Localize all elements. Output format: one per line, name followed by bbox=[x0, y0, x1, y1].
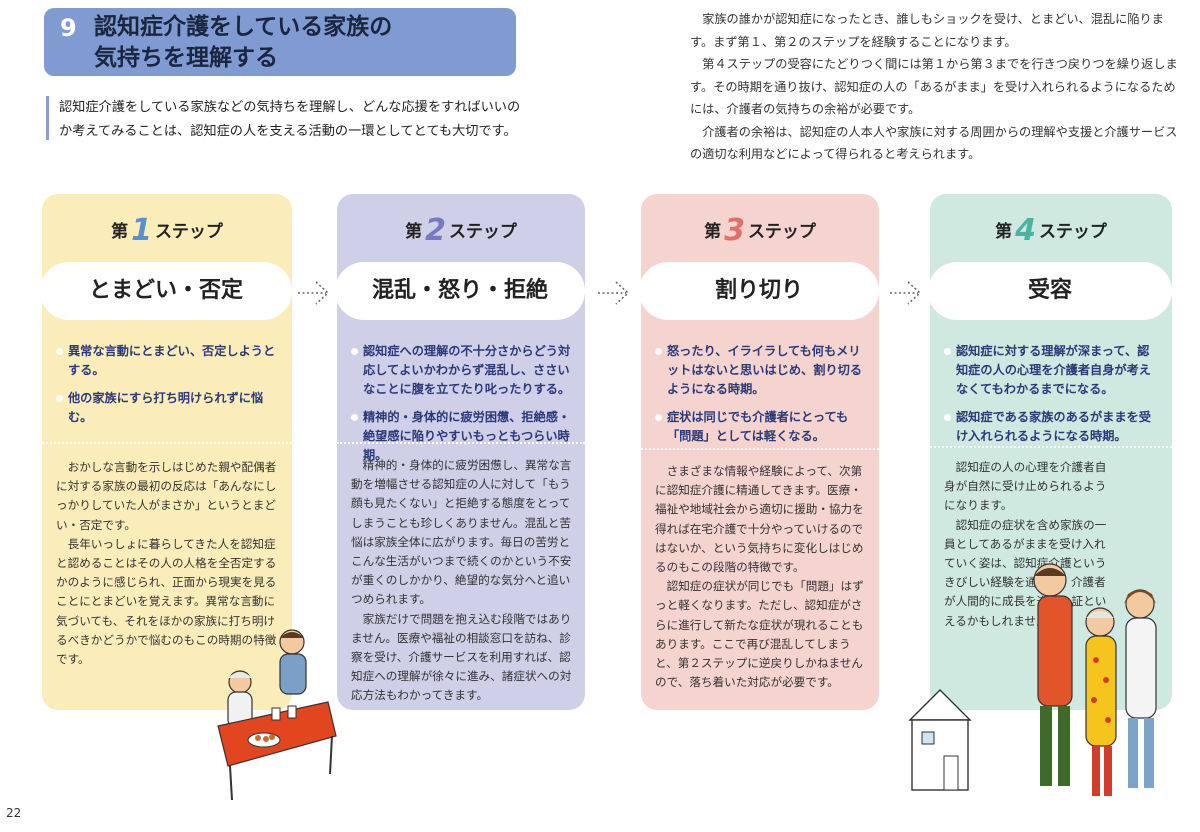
section-number: 9 bbox=[60, 14, 77, 42]
dotted-arrow-icon bbox=[890, 281, 922, 305]
body-paragraph: 長年いっしょに暮らしてきた人を認知症と認めることはその人の人格を全否定するかのよ… bbox=[56, 536, 277, 667]
bullet-item: 他の家族にすら打ち明けられずに悩む。 bbox=[56, 389, 280, 427]
body-paragraph: さまざまな情報や経験によって、次第に認知症介護に精通してきます。医療・福祉や地域… bbox=[655, 464, 864, 575]
step-phase-label: 受容 bbox=[928, 262, 1172, 320]
step-phase-label: 混乱・怒り・拒絶 bbox=[335, 262, 585, 320]
dotted-divider bbox=[42, 442, 292, 444]
bullet-item: 症状は同じでも介護者にとっても「問題」としては軽くなる。 bbox=[655, 408, 867, 446]
step-suffix: ステップ bbox=[747, 222, 816, 242]
body-paragraph: 家族だけで問題を抱え込む段階ではありません。医療や福祉の相談窓口を訪ね、診察を受… bbox=[351, 611, 572, 703]
step-number: 3 bbox=[724, 213, 745, 248]
family-group-illustration bbox=[908, 563, 1157, 796]
right-paragraph: 第４ステップの受容にたどりつく間には第１から第３までを行きつ戻りつを繰り返します… bbox=[690, 57, 1178, 116]
step-number: 4 bbox=[1015, 213, 1036, 248]
dotted-arrow-icon bbox=[298, 281, 330, 305]
step-number: 2 bbox=[425, 213, 446, 248]
step-body: 精神的・身体的に疲労困憊し、異常な言動を増幅させる認知症の人に対して「もう顔も見… bbox=[351, 456, 573, 706]
step-phase-label: 割り切り bbox=[639, 262, 879, 320]
right-column-text: 家族の誰かが認知症になったとき、誰しもショックを受け、とまどい、混乱に陥ります。… bbox=[690, 8, 1180, 166]
step-phase-label: とまどい・否定 bbox=[40, 262, 292, 320]
intro-text: 認知症介護をしている家族などの気持ちを理解し、どんな応援をすればいいのか考えてみ… bbox=[46, 96, 529, 140]
step-prefix: 第 bbox=[704, 222, 722, 242]
page-number: 22 bbox=[6, 806, 22, 820]
bullet-item: 認知症である家族のあるがままを受け入れられるようになる時期。 bbox=[944, 408, 1160, 446]
step-suffix: ステップ bbox=[448, 222, 517, 242]
step-suffix: ステップ bbox=[1038, 222, 1107, 242]
dotted-divider bbox=[930, 446, 1172, 448]
body-paragraph: 認知症の人の心理を介護者自身が自然に受け止められるようになります。 bbox=[944, 460, 1107, 513]
step-bullets: 認知症に対する理解が深まって、認知症の人の心理を介護者自身が考えなくてもわかるま… bbox=[944, 342, 1160, 455]
right-paragraph: 家族の誰かが認知症になったとき、誰しもショックを受け、とまどい、混乱に陥ります。… bbox=[690, 12, 1164, 49]
body-paragraph: おかしな言動を示しはじめた親や配偶者に対する家族の最初の反応は「あんなにしっかり… bbox=[56, 460, 277, 532]
body-paragraph: 精神的・身体的に疲労困憊し、異常な言動を増幅させる認知症の人に対して「もう顔も見… bbox=[351, 458, 572, 607]
family-at-table-illustration bbox=[217, 629, 337, 801]
body-paragraph: 認知症の症状が同じでも「問題」はずっと軽くなります。ただし、認知症がさらに進行し… bbox=[655, 579, 864, 690]
section-title: 認知症介護をしている家族の 気持ちを理解する bbox=[94, 14, 393, 71]
step-suffix: ステップ bbox=[154, 222, 223, 242]
step-prefix: 第 bbox=[111, 222, 129, 242]
bullet-item: 認知症に対する理解が深まって、認知症の人の心理を介護者自身が考えなくてもわかるま… bbox=[944, 342, 1160, 399]
bullet-item: 怒ったり、イライラしても何もメリットはないと思いはじめ、割り切るようになる時期。 bbox=[655, 342, 867, 399]
step-bullets: 怒ったり、イライラしても何もメリットはないと思いはじめ、割り切るようになる時期。… bbox=[655, 342, 867, 455]
step-number: 1 bbox=[131, 213, 152, 248]
bullet-item: 精神的・身体的に疲労困憊、拒絶感・絶望感に陥りやすいもっともつらい時期。 bbox=[351, 408, 573, 465]
step-body: さまざまな情報や経験によって、次第に認知症介護に精通してきます。医療・福祉や地域… bbox=[655, 462, 867, 692]
right-paragraph: 介護者の余裕は、認知症の人本人や家族に対する周囲からの理解や支援と介護サービスの… bbox=[690, 124, 1178, 162]
dotted-divider bbox=[337, 442, 585, 444]
bullet-item: 異常な言動にとまどい、否定しようとする。 bbox=[56, 342, 280, 380]
bullet-item: 認知症への理解の不十分さからどう対応してよいかわからず混乱し、ささいなことに腹を… bbox=[351, 342, 573, 399]
step-body: おかしな言動を示しはじめた親や配偶者に対する家族の最初の反応は「あんなにしっかり… bbox=[56, 458, 280, 669]
dotted-arrow-icon bbox=[598, 281, 630, 305]
step-bullets: 認知症への理解の不十分さからどう対応してよいかわからず混乱し、ささいなことに腹を… bbox=[351, 342, 573, 474]
dotted-divider bbox=[641, 448, 879, 450]
step-bullets: 異常な言動にとまどい、否定しようとする。 他の家族にすら打ち明けられずに悩む。 bbox=[56, 342, 280, 436]
step-prefix: 第 bbox=[405, 222, 423, 242]
step-prefix: 第 bbox=[995, 222, 1013, 242]
section-title-box: 9 認知症介護をしている家族の 気持ちを理解する bbox=[44, 8, 516, 76]
